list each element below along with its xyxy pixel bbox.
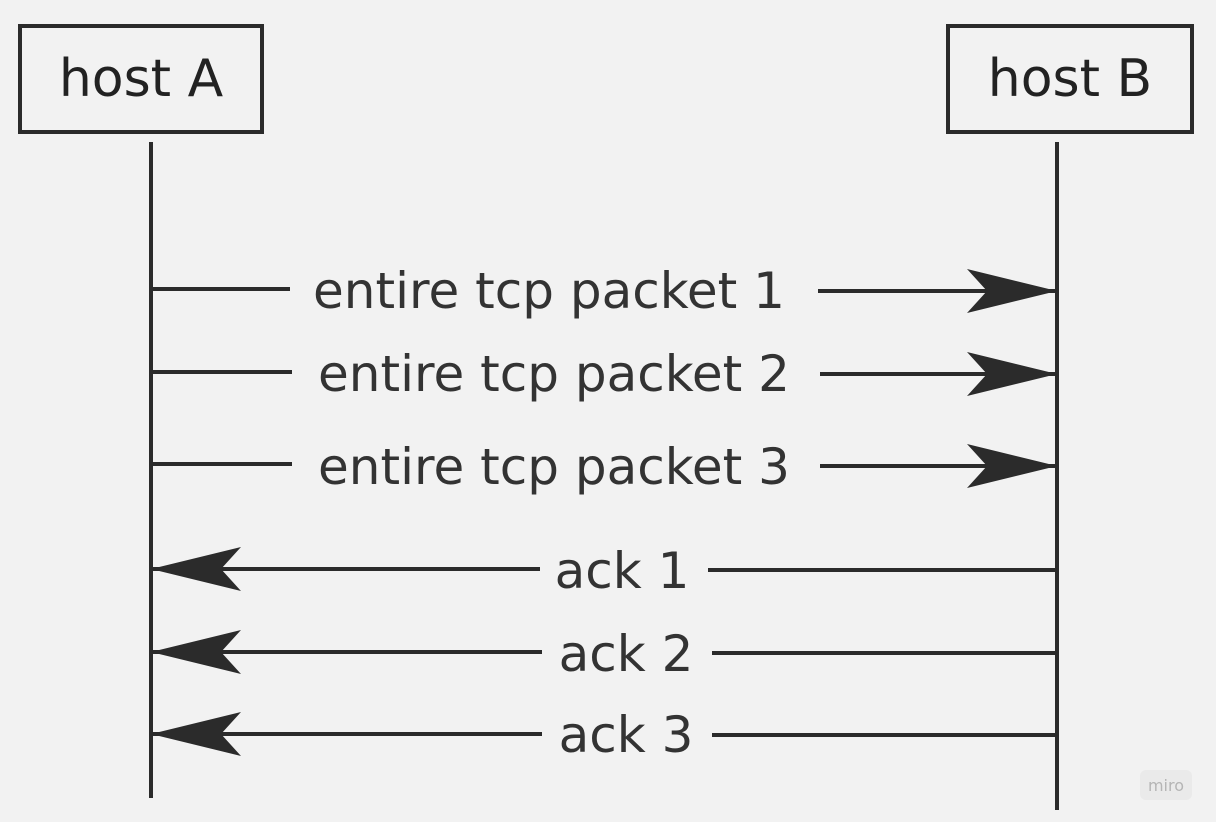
message-1[interactable]: entire tcp packet 1	[153, 262, 1057, 320]
message-4[interactable]: ack 1	[151, 542, 1057, 600]
miro-watermark: miro	[1140, 770, 1192, 800]
message-4-label: ack 1	[555, 542, 690, 600]
message-6[interactable]: ack 3	[151, 706, 1057, 764]
message-5-label: ack 2	[559, 625, 694, 683]
participant-host-a[interactable]: host A	[18, 24, 264, 134]
message-2[interactable]: entire tcp packet 2	[153, 345, 1057, 403]
message-6-label: ack 3	[559, 706, 694, 764]
message-5[interactable]: ack 2	[151, 625, 1057, 683]
participant-host-b-label: host B	[987, 49, 1153, 109]
message-1-label: entire tcp packet 1	[313, 262, 785, 320]
participant-host-a-label: host A	[58, 49, 224, 109]
participant-host-b[interactable]: host B	[946, 24, 1194, 134]
message-2-label: entire tcp packet 2	[318, 345, 790, 403]
message-3-label: entire tcp packet 3	[318, 438, 790, 496]
watermark-label: miro	[1147, 775, 1185, 795]
message-3[interactable]: entire tcp packet 3	[153, 438, 1057, 496]
